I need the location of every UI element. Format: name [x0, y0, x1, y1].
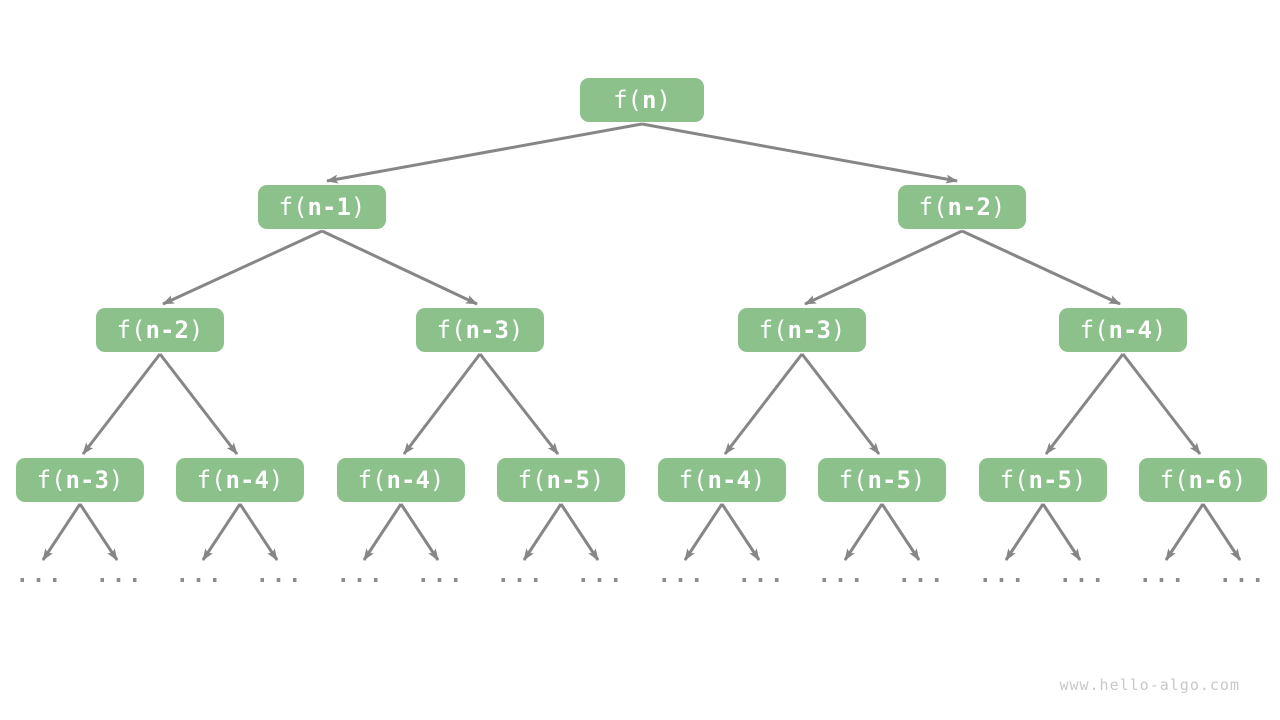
ellipsis: ... — [416, 563, 466, 588]
edge-arrow — [1121, 353, 1202, 455]
edge-arrow — [158, 353, 239, 455]
ellipsis: ... — [496, 563, 546, 588]
edge-arrow — [41, 503, 82, 561]
edge-arrow — [522, 503, 563, 561]
edge-arrow — [1164, 503, 1205, 561]
edge-arrow — [961, 229, 1121, 306]
edge-arrow — [78, 503, 119, 561]
edge-arrow — [402, 353, 482, 455]
edge-arrow — [201, 503, 242, 561]
edge-arrow — [1201, 503, 1242, 561]
tree-node-l4-6: f(n-5) — [818, 458, 946, 502]
node-label: f(n) — [613, 86, 671, 114]
edge-arrow — [559, 503, 600, 561]
tree-node-l4-8: f(n-6) — [1139, 458, 1267, 502]
ellipsis: ... — [1218, 563, 1268, 588]
edge-arrow — [723, 353, 804, 455]
node-label: f(n-3) — [758, 316, 846, 344]
node-label: f(n-4) — [196, 466, 284, 494]
tree-node-l4-2: f(n-4) — [176, 458, 304, 502]
node-label: f(n-3) — [36, 466, 124, 494]
ellipsis: ... — [255, 563, 305, 588]
tree-node-l4-4: f(n-5) — [497, 458, 625, 502]
tree-node-l3-3: f(n-3) — [738, 308, 866, 352]
tree-node-l2-2: f(n-2) — [898, 185, 1026, 229]
edge-arrow — [683, 503, 724, 561]
node-label: f(n-3) — [436, 316, 524, 344]
ellipsis: ... — [817, 563, 867, 588]
edge-arrow — [399, 503, 440, 561]
ellipsis: ... — [978, 563, 1028, 588]
node-label: f(n-1) — [278, 193, 366, 221]
node-label: f(n-5) — [999, 466, 1087, 494]
node-label: f(n-2) — [116, 316, 204, 344]
edge-arrow — [641, 122, 958, 184]
tree-node-l2-1: f(n-1) — [258, 185, 386, 229]
node-label: f(n-4) — [1079, 316, 1167, 344]
ellipsis: ... — [336, 563, 386, 588]
ellipsis: ... — [1138, 563, 1188, 588]
edge-arrow — [162, 229, 323, 306]
edge-arrow — [1041, 503, 1082, 561]
node-label: f(n-4) — [678, 466, 766, 494]
edge-arrow — [800, 353, 881, 455]
tree-node-l4-3: f(n-4) — [337, 458, 465, 502]
ellipsis: ... — [175, 563, 225, 588]
tree-node-f-n: f(n) — [580, 78, 704, 122]
tree-node-l4-7: f(n-5) — [979, 458, 1107, 502]
edge-arrow — [362, 503, 403, 561]
ellipsis: ... — [737, 563, 787, 588]
node-label: f(n-5) — [838, 466, 926, 494]
tree-node-l3-1: f(n-2) — [96, 308, 224, 352]
edge-arrow — [843, 503, 884, 561]
edge-arrow — [81, 353, 162, 455]
ellipsis: ... — [15, 563, 65, 588]
tree-node-l3-4: f(n-4) — [1059, 308, 1187, 352]
tree-node-l4-5: f(n-4) — [658, 458, 786, 502]
ellipsis: ... — [95, 563, 145, 588]
edge-arrow — [720, 503, 761, 561]
edge-arrow — [804, 229, 963, 306]
edge-arrow — [1004, 503, 1045, 561]
tree-node-l3-2: f(n-3) — [416, 308, 544, 352]
node-label: f(n-5) — [517, 466, 605, 494]
ellipsis: ... — [657, 563, 707, 588]
edge-arrow — [478, 353, 560, 455]
edge-arrow — [880, 503, 921, 561]
tree-node-l4-1: f(n-3) — [16, 458, 144, 502]
ellipsis: ... — [576, 563, 626, 588]
ellipsis: ... — [897, 563, 947, 588]
edge-arrow — [321, 229, 478, 306]
node-label: f(n-6) — [1159, 466, 1247, 494]
edge-arrow — [326, 122, 643, 184]
watermark: www.hello-algo.com — [1059, 676, 1240, 694]
edge-arrow — [238, 503, 279, 561]
edge-arrow — [1044, 353, 1125, 455]
node-label: f(n-2) — [918, 193, 1006, 221]
node-label: f(n-4) — [357, 466, 445, 494]
ellipsis: ... — [1058, 563, 1108, 588]
